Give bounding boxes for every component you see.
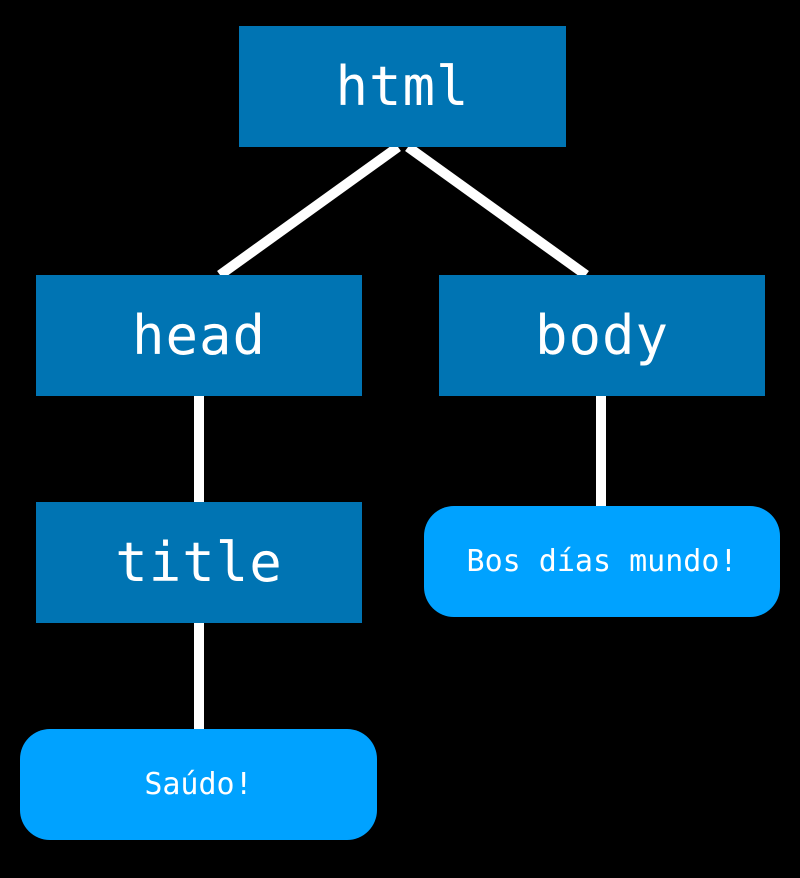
body-node: body xyxy=(439,275,765,396)
title-text-node-label: Saúdo! xyxy=(144,767,253,802)
body-text-node: Bos días mundo! xyxy=(424,506,780,617)
edge-html-head xyxy=(217,142,401,280)
head-node: head xyxy=(36,275,362,396)
title-node: title xyxy=(36,502,362,623)
head-node-label: head xyxy=(131,304,267,367)
html-node-label: html xyxy=(335,55,470,118)
edge-html-body xyxy=(405,142,589,280)
html-node: html xyxy=(239,26,566,147)
body-node-label: body xyxy=(534,304,670,367)
title-node-label: title xyxy=(115,531,283,594)
body-text-node-label: Bos días mundo! xyxy=(466,544,738,579)
title-text-node: Saúdo! xyxy=(20,729,377,840)
